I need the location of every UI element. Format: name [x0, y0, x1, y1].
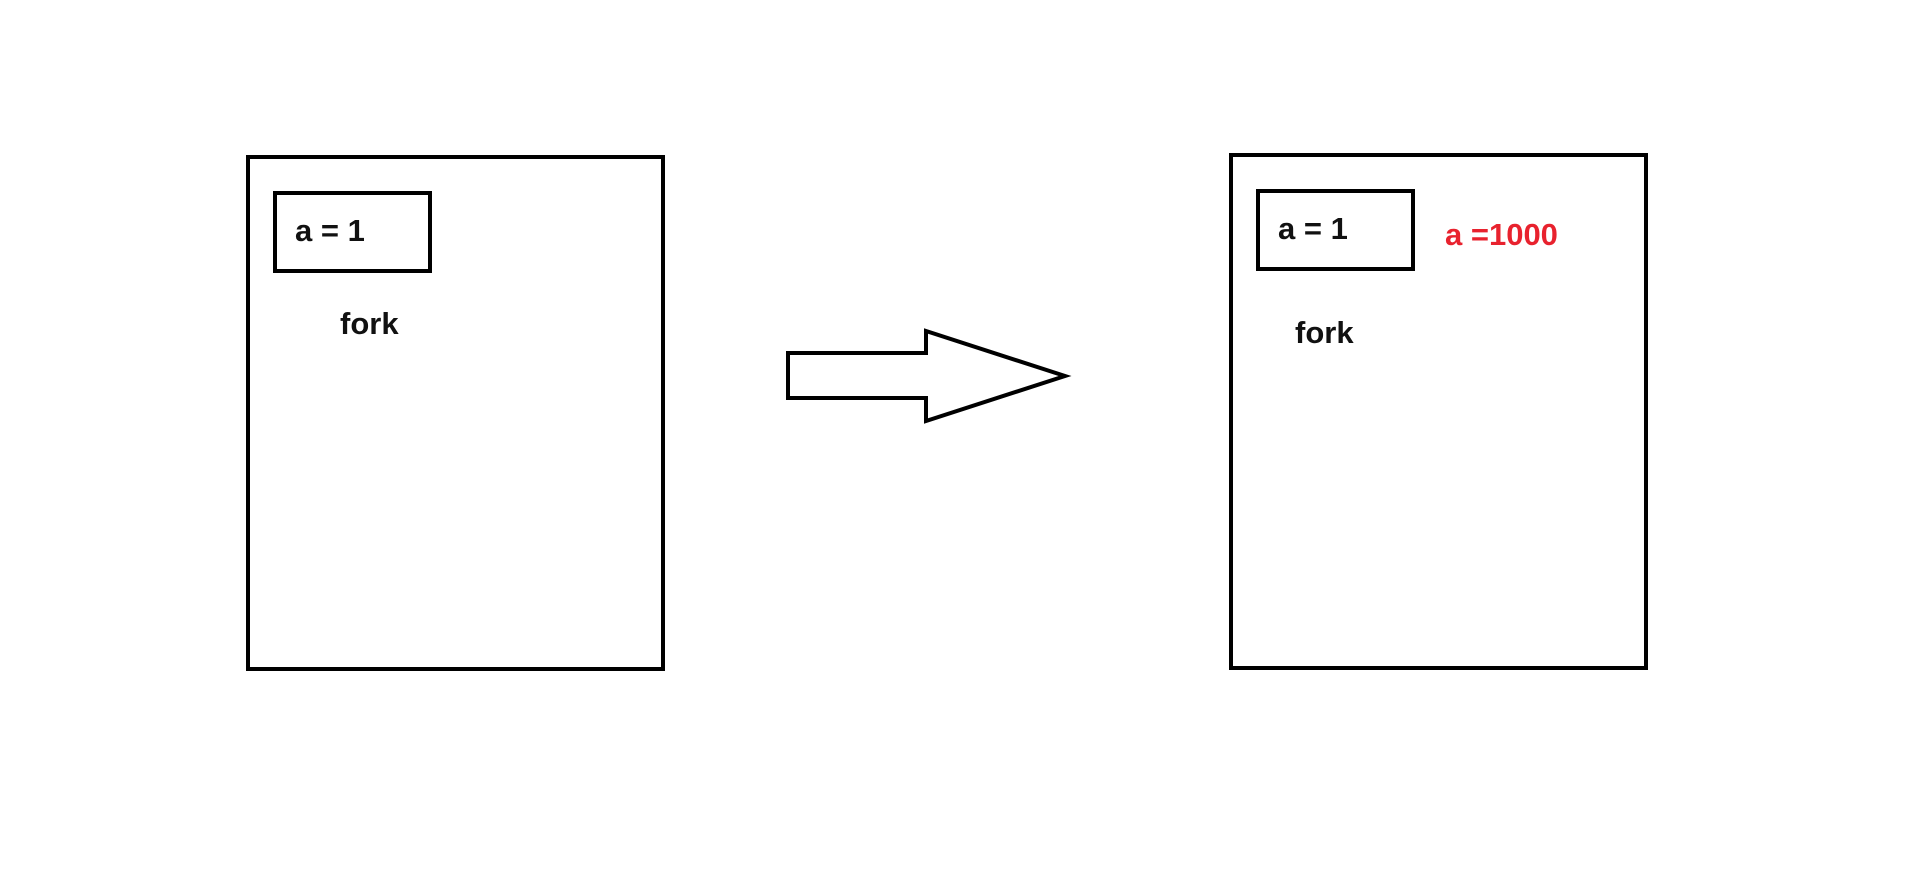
right-arrow-icon — [786, 328, 1072, 424]
child-modified-value-label: a =1000 — [1445, 217, 1558, 252]
child-fork-label: fork — [1295, 315, 1354, 350]
parent-fork-label: fork — [340, 306, 399, 341]
child-process: a = 1 a =1000 fork — [1229, 153, 1648, 670]
child-variable-box — [1256, 189, 1415, 271]
parent-variable-label: a = 1 — [295, 213, 365, 248]
parent-variable-box — [273, 191, 432, 273]
child-variable-label: a = 1 — [1278, 211, 1348, 246]
parent-process: a = 1 fork — [246, 155, 665, 671]
